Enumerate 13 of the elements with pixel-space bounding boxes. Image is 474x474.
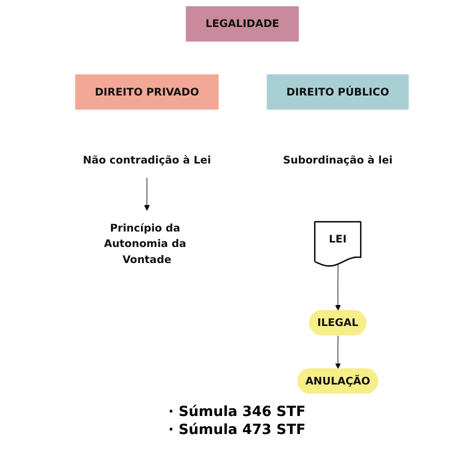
arrow	[335, 336, 341, 369]
node-box: DIREITO PÚBLICO	[266, 74, 409, 110]
node-text: Princípio da Autonomia da Vontade	[104, 222, 186, 266]
node-text: Não contradição à Lei	[82, 154, 211, 166]
node-text: Subordinação à lei	[282, 154, 393, 166]
bullet-item: · Súmula 473 STF	[167, 422, 307, 438]
arrow	[144, 177, 150, 211]
node-box: LEGALIDADE	[186, 6, 299, 42]
arrow	[335, 264, 341, 311]
node-box: ILEGAL	[309, 310, 366, 336]
node-box: ANULAÇÃO	[297, 368, 378, 394]
node-box: DIREITO PRIVADO	[75, 74, 219, 110]
bullet-item: · Súmula 346 STF	[167, 404, 307, 420]
